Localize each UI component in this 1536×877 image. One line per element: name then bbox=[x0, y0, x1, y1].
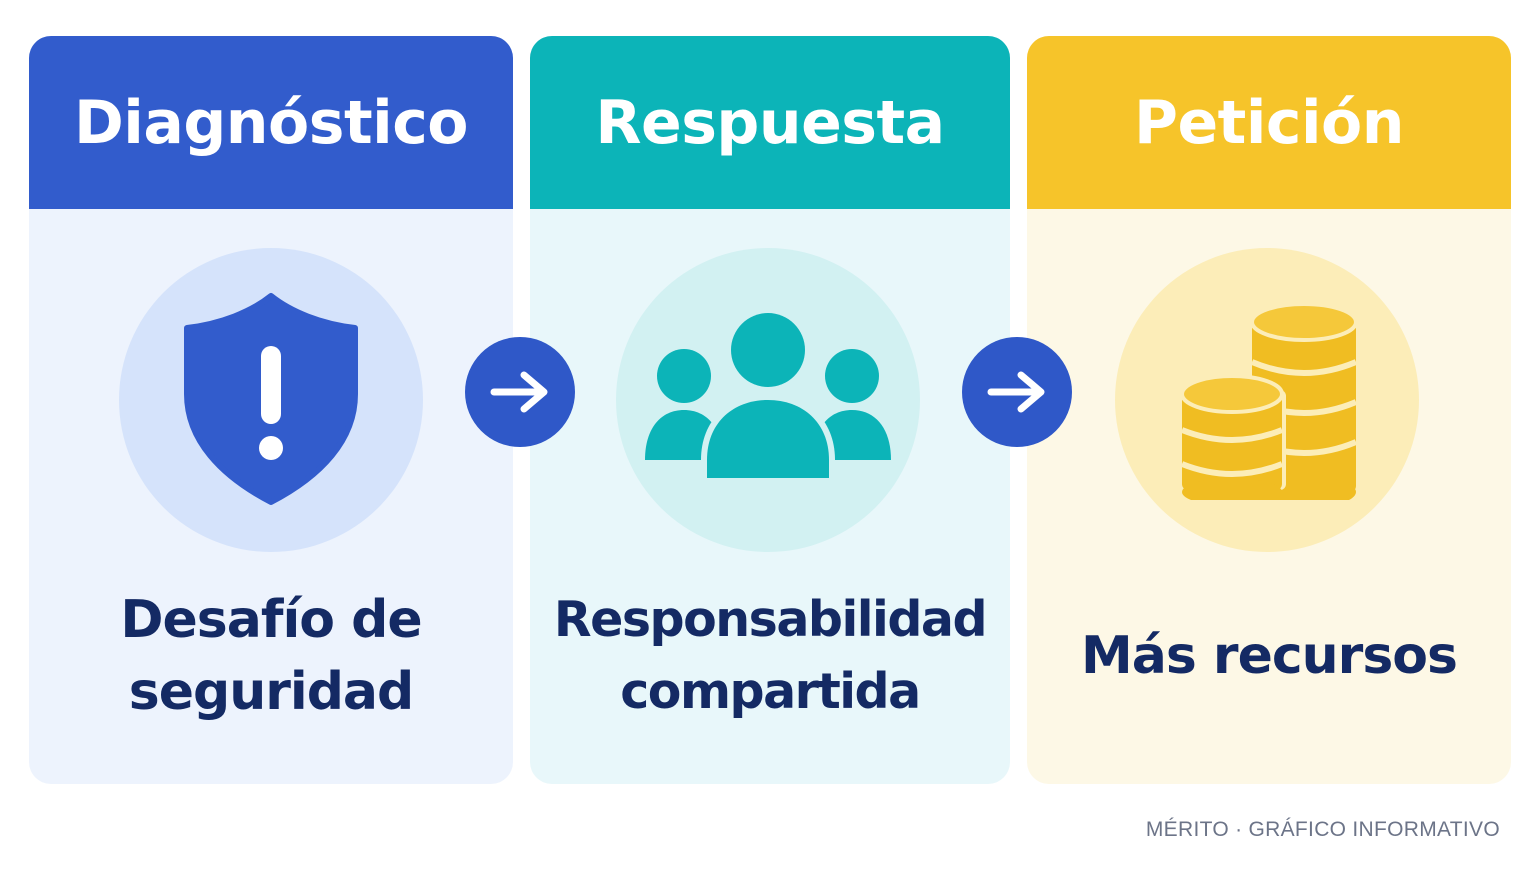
people-group-icon bbox=[645, 310, 891, 482]
card-caption: Responsabilidad compartida bbox=[530, 581, 1010, 731]
card-title: Diagnóstico bbox=[29, 36, 513, 209]
card-title: Respuesta bbox=[530, 36, 1010, 209]
caption-line: Desafío de bbox=[120, 590, 422, 650]
footer-credit: MÉRITO · GRÁFICO INFORMATIVO bbox=[1145, 818, 1500, 841]
arrow-right-icon bbox=[490, 371, 548, 413]
card-respuesta: Respuesta Responsabilidad compartida bbox=[530, 36, 1010, 784]
caption-line: Más recursos bbox=[1081, 626, 1458, 686]
shield-alert-icon bbox=[184, 293, 358, 505]
card-peticion: Petición Más recursos bbox=[1027, 36, 1511, 784]
coin-stack-icon bbox=[1178, 302, 1358, 500]
card-caption: Más recursos bbox=[1027, 581, 1511, 731]
icon-circle bbox=[1115, 248, 1419, 552]
caption-line: Responsabilidad bbox=[553, 591, 988, 648]
icon-circle bbox=[119, 248, 423, 552]
arrow-connector bbox=[962, 337, 1072, 447]
arrow-right-icon bbox=[987, 371, 1045, 413]
icon-circle bbox=[616, 248, 920, 552]
caption-line: seguridad bbox=[128, 662, 414, 722]
arrow-connector bbox=[465, 337, 575, 447]
card-title: Petición bbox=[1027, 36, 1511, 209]
card-diagnostico: Diagnóstico Desafío de seguridad bbox=[29, 36, 513, 784]
card-caption: Desafío de seguridad bbox=[29, 581, 513, 731]
caption-line: compartida bbox=[620, 663, 921, 720]
